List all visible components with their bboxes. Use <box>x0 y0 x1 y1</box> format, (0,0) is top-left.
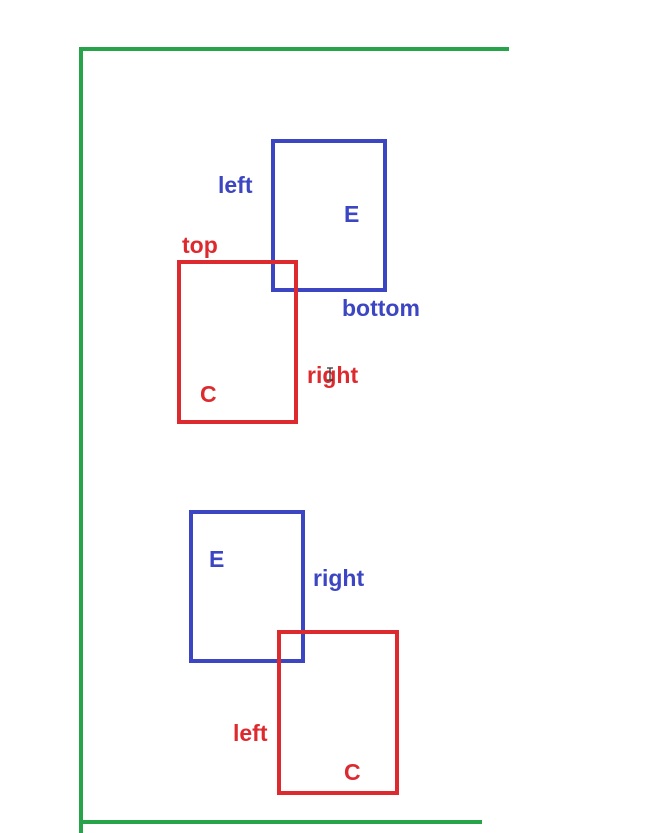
frame-bottom-line <box>79 820 482 824</box>
label-left-bottom: left <box>233 720 268 746</box>
label-top-top: top <box>182 232 218 258</box>
frame-left-line <box>79 47 83 833</box>
text-cursor-icon <box>327 367 333 381</box>
element-box-bottom-label: E <box>209 546 225 572</box>
container-box-top-label: C <box>200 381 217 407</box>
container-box-bottom-label: C <box>344 759 361 785</box>
label-right-top: right <box>307 362 359 388</box>
label-bottom-top: bottom <box>342 295 420 321</box>
element-box-bottom <box>189 510 305 663</box>
label-right-bottom: right <box>313 565 365 591</box>
element-box-top <box>271 139 387 292</box>
container-box-bottom <box>277 630 399 795</box>
container-box-top <box>177 260 298 424</box>
frame-top-line <box>79 47 509 51</box>
label-left-top: left <box>218 172 253 198</box>
element-box-top-label: E <box>344 201 360 227</box>
